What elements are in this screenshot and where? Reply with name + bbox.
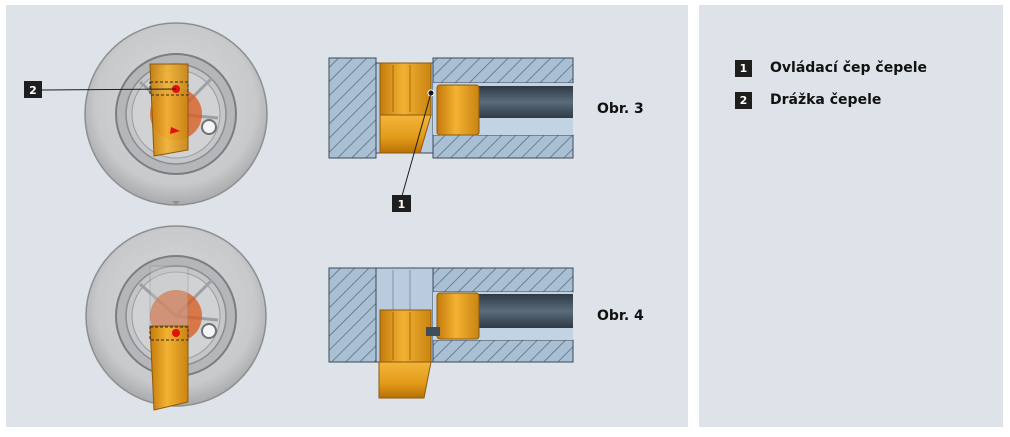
svg-text:1: 1: [398, 198, 406, 211]
legend-panel: 1 Ovládací čep čepele 2 Drážka čepele: [699, 5, 1003, 427]
round-view-fig4: [85, 225, 267, 411]
legend-number-badge: 2: [735, 91, 752, 109]
callout-badge-2: 2: [24, 81, 42, 98]
section-view-fig3: [328, 57, 574, 197]
rotation-arrow-icon: [170, 127, 180, 134]
legend-item-label: Drážka čepele: [770, 92, 882, 108]
legend-item-label: Ovládací čep čepele: [770, 60, 928, 76]
section-view-fig4: [328, 267, 574, 399]
callout-badge-1: 1: [392, 195, 411, 212]
pin-marker: [172, 329, 180, 337]
figure-label-obr-3: Obr. 3: [597, 101, 644, 117]
legend-item-1: 1 Ovládací čep čepele: [735, 59, 927, 77]
svg-text:2: 2: [29, 84, 37, 97]
figure-label-obr-4: Obr. 4: [597, 308, 644, 324]
legend-item-2: 2 Drážka čepele: [735, 91, 881, 109]
round-view-fig3: [41, 22, 268, 206]
legend-number-badge: 1: [735, 59, 752, 77]
